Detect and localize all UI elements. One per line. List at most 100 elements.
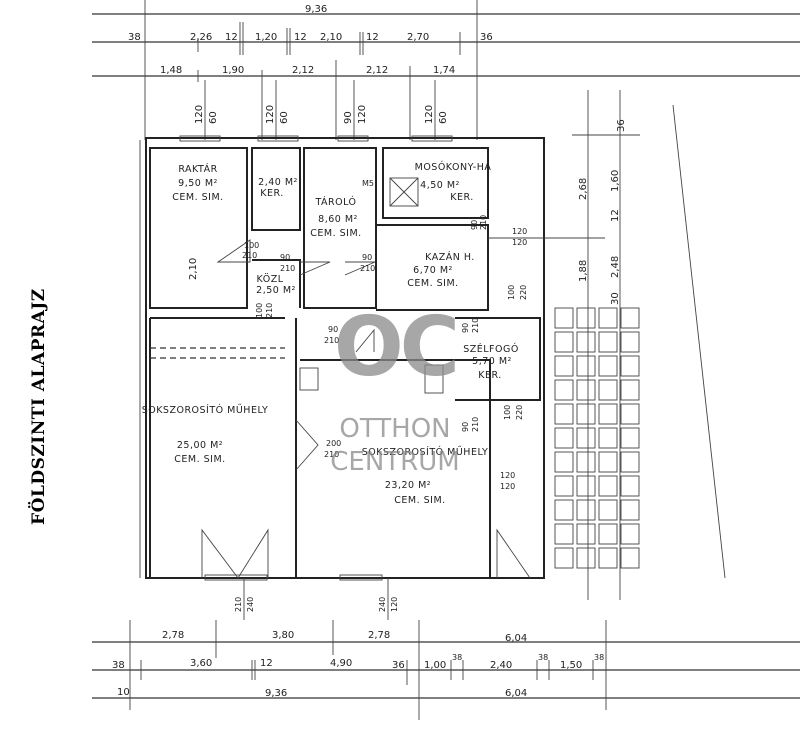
paving-tile	[598, 307, 618, 329]
window-dim: 60	[279, 111, 290, 124]
right-dim: 30	[610, 292, 621, 305]
dim-top: 12	[225, 32, 238, 43]
dimension-label: SZÉLFOGÓ	[463, 343, 519, 355]
paving-tile	[620, 379, 640, 401]
dimension-label: 1,00	[424, 660, 446, 671]
paving-tile	[598, 451, 618, 473]
dimension-label: MOSÓKONY-HA	[415, 161, 492, 173]
room-szelfogo: SZÉLFOGÓ 5,70 M² KER.	[463, 343, 519, 381]
paving-tile	[620, 523, 640, 545]
dimension-label: KÖZL	[257, 274, 284, 285]
dimension-label: 2,10	[188, 258, 199, 280]
paving-tile	[620, 451, 640, 473]
dimension-label: 100	[255, 303, 264, 318]
dimension-label: 120	[500, 471, 515, 480]
dimension-label: CEM. SIM.	[172, 192, 223, 203]
dimension-label: 8,60 M²	[318, 214, 358, 225]
paving-tile	[554, 427, 574, 449]
dim-top: 2,12	[366, 65, 388, 76]
dimension-label: 210	[234, 597, 243, 612]
paving-tile	[620, 427, 640, 449]
door-dimensions: 100 210 90 210 90 210 90 210 200 210 90 …	[242, 215, 528, 491]
dim-top: 12	[294, 32, 307, 43]
dimension-label: KER.	[260, 188, 284, 199]
paving-tile	[554, 379, 574, 401]
dimension-label: 90	[461, 422, 470, 432]
bottom-window-dimensions: 210 240 240 120	[234, 578, 399, 620]
dimension-label: 200	[326, 439, 341, 448]
dimension-label: 210	[280, 264, 295, 273]
paving-tile	[576, 451, 596, 473]
dimension-label: 2,40 M²	[258, 177, 298, 188]
dimension-label: 210	[479, 215, 488, 230]
watermark-logo: OC	[334, 300, 456, 395]
dimension-label: M5	[362, 179, 374, 188]
dimension-label: CEM. SIM.	[310, 228, 361, 239]
paving-tile	[620, 307, 640, 329]
dimension-label: 38	[112, 660, 125, 671]
dimension-label: 90	[328, 325, 338, 334]
dimension-label: RAKTÁR	[178, 163, 217, 175]
paving-tile	[576, 427, 596, 449]
dimension-label: 90	[461, 323, 470, 333]
dimension-label: 10	[117, 687, 130, 698]
watermark-line2: CENTRUM	[330, 447, 459, 477]
paving-tile	[554, 403, 574, 425]
dimension-label: 210	[324, 450, 339, 459]
dim-top: 36	[480, 32, 493, 43]
dimension-label: 220	[519, 285, 528, 300]
window-dim: 120	[357, 105, 368, 124]
dimension-label: 9,50 M²	[178, 178, 218, 189]
paving-tile	[620, 499, 640, 521]
dim-top: 12	[366, 32, 379, 43]
paving-tile	[576, 475, 596, 497]
paving-tile	[554, 475, 574, 497]
paving-tile	[554, 451, 574, 473]
right-dim: 1,88	[578, 260, 589, 282]
dimension-label: 120	[512, 227, 527, 236]
dimension-label: 90	[280, 253, 290, 262]
dim-top: 1,48	[160, 65, 182, 76]
window-dim: 120	[424, 105, 435, 124]
dim-top: 2,12	[292, 65, 314, 76]
dim-top: 2,70	[407, 32, 429, 43]
room-mosokonyha: MOSÓKONY-HA 4,50 M² KER.	[415, 161, 492, 203]
dim-top: 1,20	[255, 32, 277, 43]
right-dim: 2,48	[610, 256, 621, 278]
dimension-label: 90	[470, 220, 479, 230]
paving-tile	[554, 355, 574, 377]
dimension-label: 12	[260, 658, 273, 669]
room-kozl: KÖZL 2,50 M²	[256, 274, 296, 296]
room-tarolo: TÁROLÓ 8,60 M² CEM. SIM. M5	[310, 179, 374, 239]
paving-tile	[620, 403, 640, 425]
dim-top: 2,10	[320, 32, 342, 43]
room-wc: 2,40 M² KER.	[258, 177, 298, 199]
dimension-label: 210	[471, 318, 480, 333]
window-dim: 60	[208, 111, 219, 124]
paving-tile	[554, 523, 574, 545]
window-dim: 120	[265, 105, 276, 124]
dimension-label: 2,50 M²	[256, 285, 296, 296]
paving-tile	[576, 379, 596, 401]
paving-tile	[554, 547, 574, 569]
paving-tile	[554, 331, 574, 353]
dimension-label: 240	[378, 597, 387, 612]
dimension-label: 210	[471, 417, 480, 432]
dimension-label: KER.	[478, 370, 502, 381]
paving-tile	[620, 475, 640, 497]
paving-tile	[576, 547, 596, 569]
dimension-label: 38	[538, 653, 548, 662]
paving-tile	[576, 331, 596, 353]
dimension-label: 5,70 M²	[472, 356, 512, 367]
dimension-label: SOKSZOROSÍTÓ MŰHELY	[142, 404, 269, 416]
right-dim: 12	[610, 209, 621, 222]
paving-tile	[598, 379, 618, 401]
dimension-label: 1,50	[560, 660, 582, 671]
window-dim: 90	[343, 111, 354, 124]
dimension-label: 100	[507, 285, 516, 300]
paving-tile	[576, 307, 596, 329]
dimension-label: 2,78	[368, 630, 390, 641]
right-dim: 1,60	[610, 170, 621, 192]
dimension-label: 3,60	[190, 658, 212, 669]
